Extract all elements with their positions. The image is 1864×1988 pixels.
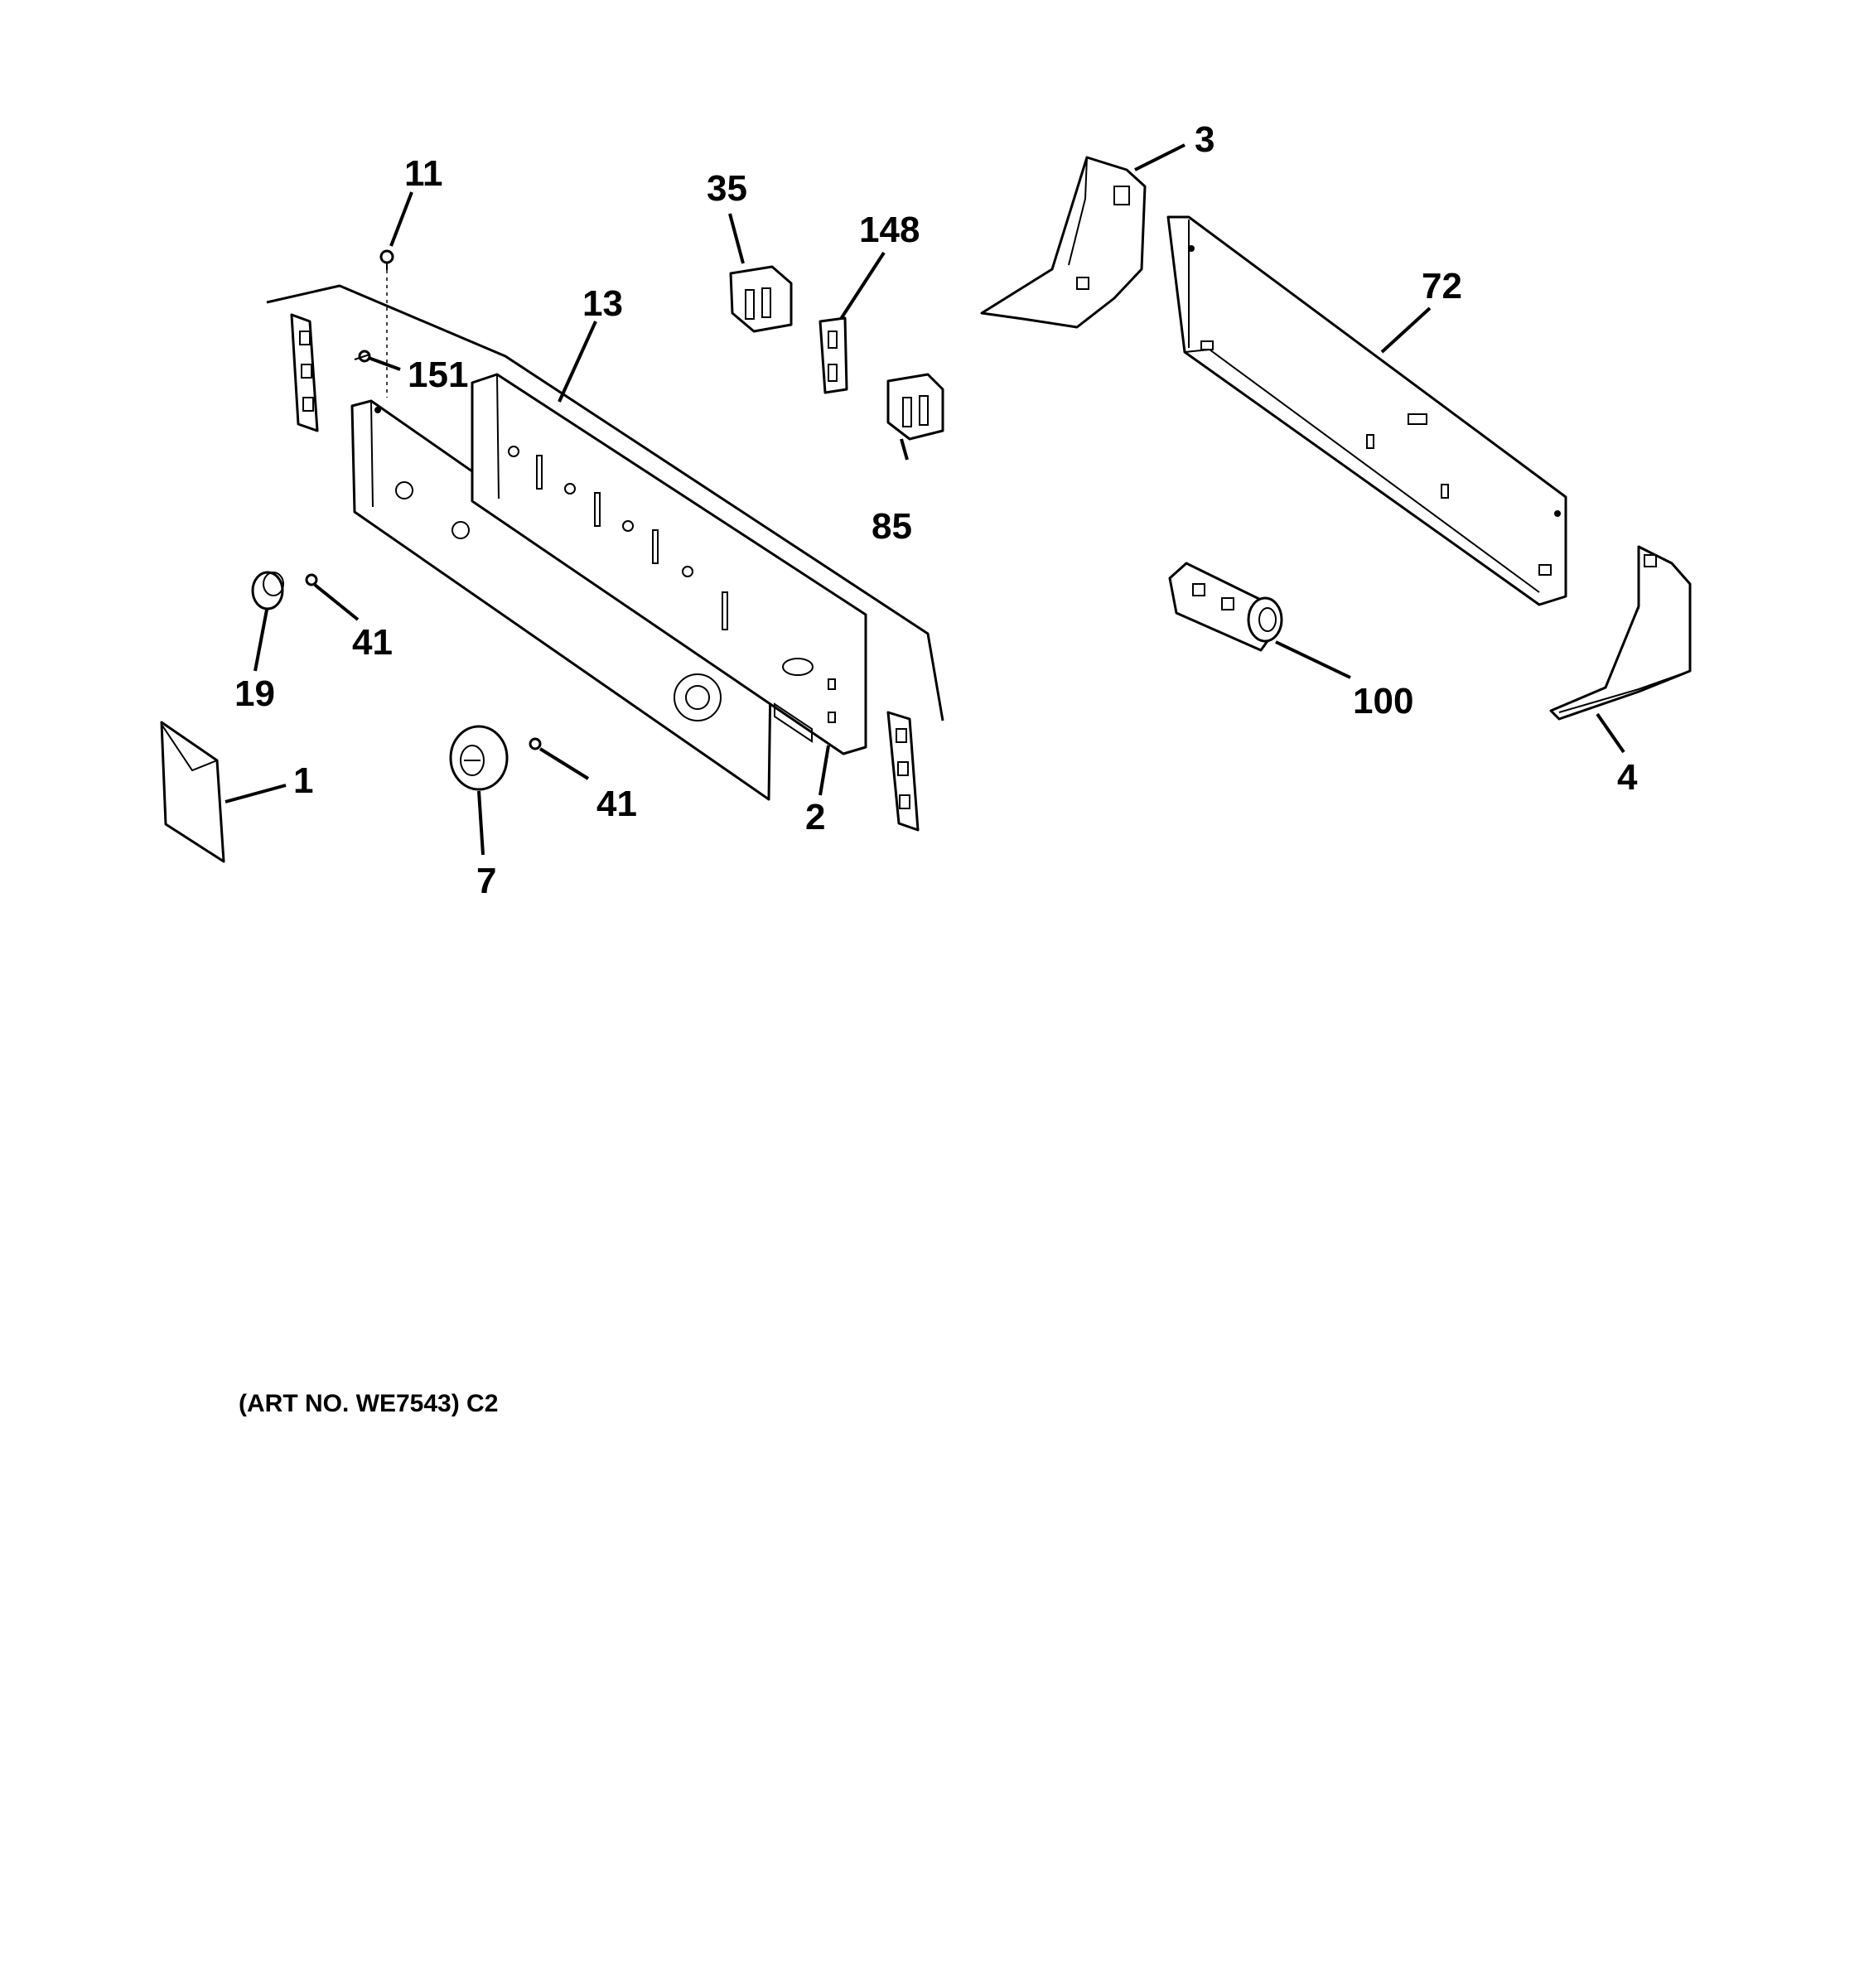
right-end-cap	[886, 711, 920, 832]
part-41-set-screw-b	[529, 737, 542, 750]
left-end-cap	[290, 313, 319, 432]
callout-19: 19	[234, 673, 275, 714]
part-3-left-bracket	[980, 156, 1147, 329]
callout-148: 148	[859, 210, 920, 250]
part-85-switch	[886, 373, 944, 441]
part-41-set-screw-a	[305, 573, 318, 586]
callout-3: 3	[1195, 119, 1214, 160]
part-2-control-panel	[350, 399, 772, 801]
part-7-timer-knob	[449, 725, 509, 791]
part-1-envelope	[160, 721, 225, 863]
part-72-rear-panel	[1166, 215, 1567, 606]
callout-13: 13	[582, 283, 623, 324]
part-35-switch	[729, 265, 793, 333]
part-151-screw	[354, 350, 371, 363]
part-13-backsplash-bracket	[471, 373, 867, 755]
part-13-backsplash-top	[266, 284, 944, 721]
callout-100: 100	[1353, 681, 1413, 721]
callout-35: 35	[707, 168, 747, 209]
callout-4: 4	[1617, 757, 1638, 798]
art-number: (ART NO. WE7543) C2	[239, 1390, 499, 1417]
callout-41b: 41	[596, 784, 637, 824]
callout-7: 7	[476, 861, 496, 901]
callout-151: 151	[408, 355, 468, 395]
part-100-timer	[1168, 562, 1283, 652]
callout-11: 11	[404, 153, 443, 194]
callout-labels: 11 35 148 13 151 85 3 72 100 4 41 19 1 2…	[234, 119, 1638, 901]
leader-lines	[225, 143, 1625, 856]
callout-85: 85	[872, 506, 912, 547]
callout-2: 2	[805, 797, 825, 837]
part-148-bracket	[819, 316, 848, 394]
part-4-right-bracket	[1549, 545, 1692, 721]
part-19-knob	[251, 571, 284, 610]
part-11-screw	[379, 249, 394, 398]
callout-41a: 41	[352, 622, 393, 663]
callout-1: 1	[293, 760, 313, 801]
callout-72: 72	[1422, 266, 1462, 306]
